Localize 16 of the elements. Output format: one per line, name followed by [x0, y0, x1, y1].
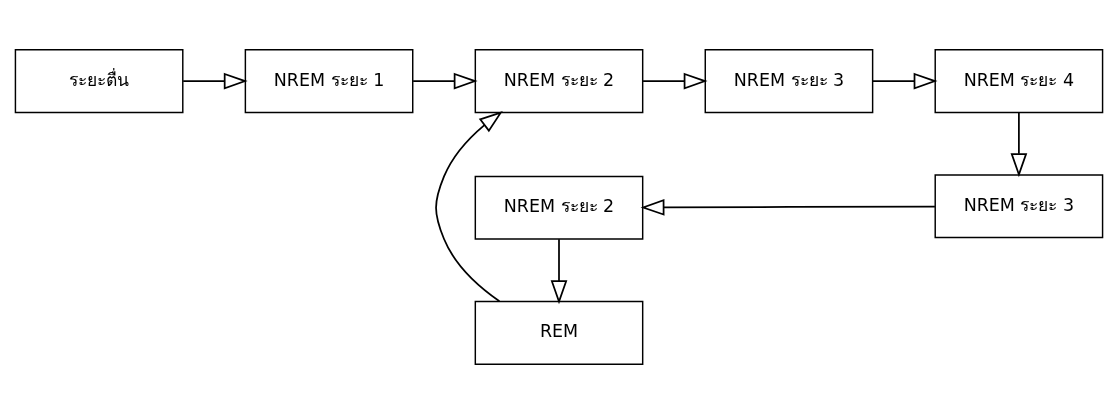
arrow — [872, 72, 938, 90]
arrow — [182, 72, 248, 90]
node-box: NREM ระยะ 3 — [704, 49, 874, 114]
arrow — [435, 111, 503, 303]
node-box: NREM ระยะ 1 — [244, 49, 414, 114]
arrow — [412, 72, 478, 90]
node-box: ระยะตื่น — [14, 49, 184, 114]
node-box: NREM ระยะ 3 — [934, 174, 1104, 239]
node-box: NREM ระยะ 4 — [934, 49, 1104, 114]
node-box: REM — [474, 300, 644, 365]
node-box: NREM ระยะ 2 — [474, 175, 644, 240]
arrow — [1010, 111, 1028, 178]
arrow — [640, 199, 936, 216]
node-box: NREM ระยะ 2 — [474, 49, 644, 114]
arrow — [550, 238, 568, 305]
arrow — [642, 72, 708, 90]
